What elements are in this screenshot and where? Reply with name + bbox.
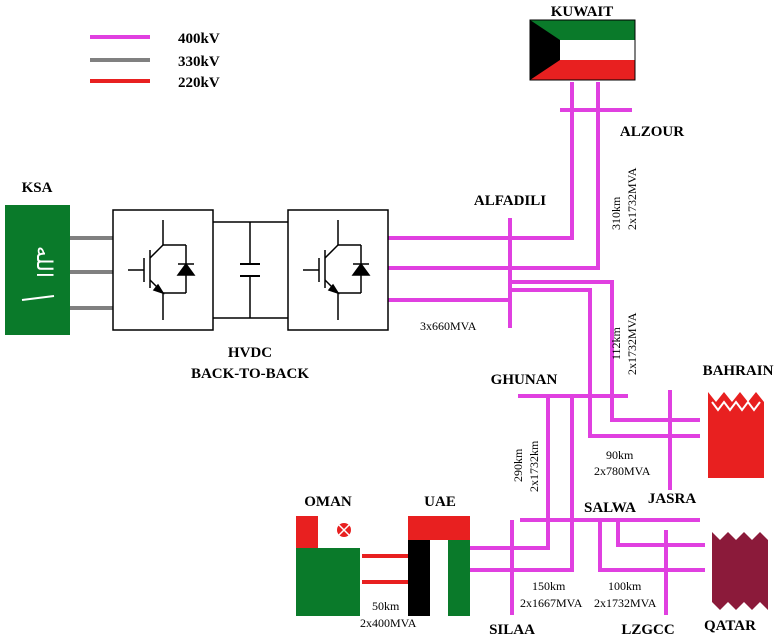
legend-400kv-label: 400kV	[178, 31, 220, 47]
uae-flag	[408, 516, 470, 616]
qatar-flag	[712, 532, 768, 610]
oman-flag	[296, 516, 360, 616]
line-uae-salwa-1	[470, 520, 550, 550]
ksa-flag-script: الله	[31, 246, 56, 278]
line-hvdc-kuwait-2	[388, 82, 600, 270]
kuwait-length-label: 310km	[609, 196, 623, 230]
qatar-rating-label: 2x1732MVA	[594, 596, 657, 610]
qatar-length-label: 100km	[608, 579, 642, 593]
line-salwa-qatar-2	[616, 520, 705, 547]
node-alzour-label: ALZOUR	[620, 124, 684, 140]
ksa-flag: الله	[5, 205, 70, 335]
kuwait-flag	[529, 19, 636, 81]
bahrain-flag	[708, 392, 764, 478]
node-ghunan-label: GHUNAN	[491, 372, 558, 388]
legend-220kv-label: 220kV	[178, 75, 220, 91]
country-qatar-label: QATAR	[704, 618, 756, 634]
igbt-right-icon	[303, 220, 371, 320]
silaa-rating-label: 2x1667MVA	[520, 596, 583, 610]
country-kuwait-label: KUWAIT	[551, 4, 614, 20]
oman-length-label: 50km	[372, 599, 400, 613]
network-400kv	[388, 82, 705, 615]
bahrain-length-label: 90km	[606, 448, 634, 462]
oman-rating-label: 2x400MVA	[360, 616, 417, 630]
line-hvdc-kuwait-1	[388, 82, 574, 240]
node-silaa-label: SILAA	[489, 622, 535, 638]
silaa-length-label: 150km	[532, 579, 566, 593]
hvdc-label-line2: BACK-TO-BACK	[191, 366, 309, 382]
country-oman-label: OMAN	[304, 494, 352, 510]
node-alfadili-label: ALFADILI	[474, 193, 546, 209]
legend: 400kV 330kV 220kV	[90, 31, 220, 91]
fadili-ghunan-length-label: 112km	[609, 326, 623, 360]
country-ksa-label: KSA	[22, 180, 53, 196]
legend-330kv-label: 330kV	[178, 54, 220, 70]
bahrain-rating-label: 2x780MVA	[594, 464, 651, 478]
hvdc-label-line1: HVDC	[228, 345, 272, 361]
node-lzgcc-label: LZGCC	[621, 622, 674, 638]
kuwait-rating-label: 2x1732MVA	[625, 167, 639, 230]
network-330kv	[70, 236, 113, 310]
ghunan-salwa-length-label: 290km	[511, 448, 525, 482]
node-jasra-label: JASRA	[648, 491, 697, 507]
line-fadili-bahrain-1	[510, 280, 700, 422]
hvdc-rating-label: 3x660MVA	[420, 319, 477, 333]
line-fadili-ghunan	[510, 288, 592, 400]
line-uae-salwa-2	[470, 548, 574, 572]
country-uae-label: UAE	[424, 494, 456, 510]
country-bahrain-label: BAHRAIN	[703, 363, 774, 379]
ghunan-salwa-rating-label: 2x1732km	[527, 440, 541, 492]
fadili-ghunan-rating-label: 2x1732MVA	[625, 312, 639, 375]
hvdc-block: HVDC BACK-TO-BACK	[112, 209, 389, 382]
line-fadili-bahrain-2	[588, 400, 700, 438]
line-salwa-qatar-1	[598, 520, 705, 572]
node-salwa-label: SALWA	[584, 500, 636, 516]
igbt-left-icon	[128, 220, 196, 320]
network-220kv	[362, 554, 408, 584]
